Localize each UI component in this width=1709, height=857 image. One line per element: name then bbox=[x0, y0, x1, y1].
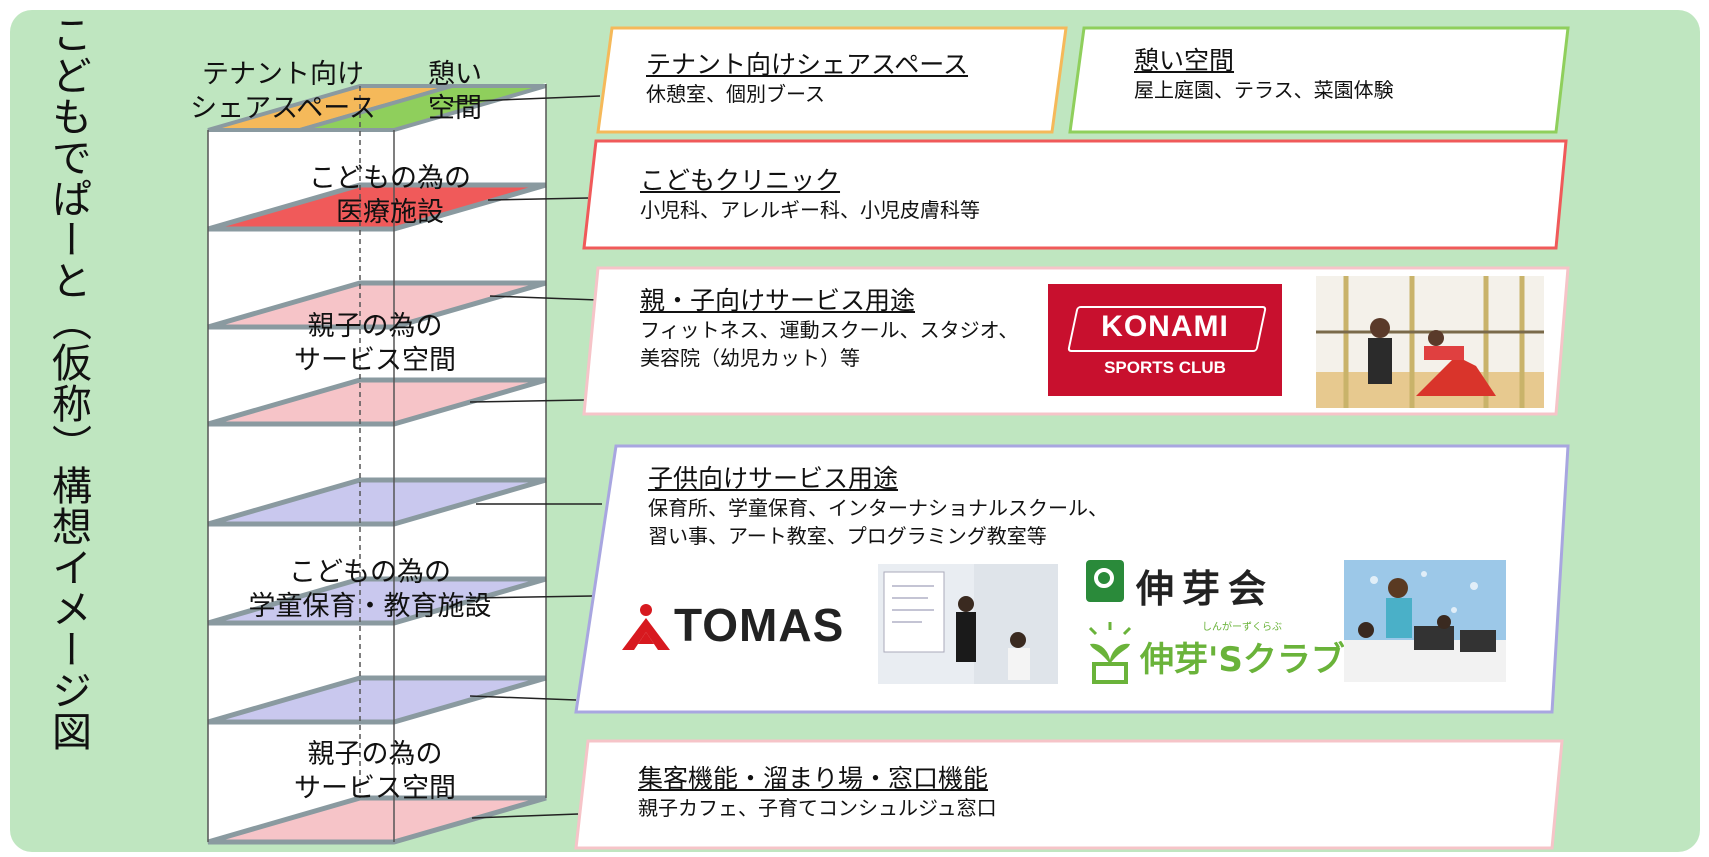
konami-sub-text: SPORTS CLUB bbox=[1104, 358, 1226, 377]
shingas-text: 伸芽'Sクラブ bbox=[1140, 640, 1345, 680]
label-service2: 親子の為の サービス空間 bbox=[294, 739, 456, 804]
box-clinic-desc: 小児科、アレルギー科、小児皮膚科等 bbox=[640, 198, 980, 222]
konami-logo: KONAMI SPORTS CLUB bbox=[1048, 284, 1282, 396]
box-child-service-frame bbox=[574, 444, 1570, 714]
classroom-photo bbox=[878, 564, 1058, 684]
box-gathering-title: 集客機能・溜まり場・窓口機能 bbox=[638, 764, 989, 793]
box-parent-service-desc2: 美容院（幼児カット）等 bbox=[640, 346, 860, 370]
gym-photo bbox=[1316, 276, 1544, 408]
box-gathering-frame bbox=[574, 739, 1564, 850]
shingakai-text: 伸芽会 bbox=[1136, 567, 1275, 611]
page-title: こどもでぱーと（仮称）構想イメージ図 bbox=[45, 14, 91, 752]
shingas-ruby: しんがーずくらぶ bbox=[1202, 622, 1282, 633]
box-child-service-title: 子供向けサービス用途 bbox=[648, 464, 899, 493]
tomas-logo: TOMAS bbox=[620, 596, 860, 654]
shingas-club-logo: しんがーずくらぶ 伸芽'Sクラブ bbox=[1082, 618, 1345, 690]
box-clinic: こどもクリニック 小児科、アレルギー科、小児皮膚科等 bbox=[640, 166, 980, 224]
box-parent-service-desc1: フィットネス、運動スクール、スタジオ、 bbox=[640, 318, 1019, 342]
tomas-mark-icon bbox=[622, 604, 670, 650]
computer-class-photo bbox=[1344, 560, 1506, 682]
box-parent-service: 親・子向けサービス用途 フィットネス、運動スクール、スタジオ、 美容院（幼児カッ… bbox=[640, 286, 1018, 372]
sprout-icon bbox=[1088, 622, 1132, 684]
konami-text: KONAMI bbox=[1101, 310, 1229, 343]
box-gathering: 集客機能・溜まり場・窓口機能 親子カフェ、子育てコンシュルジュ窓口 bbox=[638, 764, 997, 822]
shingakai-mark-icon bbox=[1086, 560, 1124, 602]
label-service1: 親子の為の サービス空間 bbox=[294, 311, 456, 376]
box-relax-title: 憩い空間 bbox=[1134, 46, 1235, 75]
box-tenant: テナント向けシェアスペース 休憩室、個別ブース bbox=[646, 50, 968, 108]
box-tenant-desc: 休憩室、個別ブース bbox=[646, 82, 825, 106]
box-parent-service-title: 親・子向けサービス用途 bbox=[640, 286, 916, 315]
box-tenant-frame bbox=[596, 26, 1068, 134]
box-clinic-frame bbox=[582, 139, 1568, 250]
tomas-text: TOMAS bbox=[674, 599, 845, 651]
box-child-service-desc1: 保育所、学童保育、インターナショナルスクール、 bbox=[648, 496, 1108, 520]
box-relax-desc: 屋上庭園、テラス、菜園体験 bbox=[1134, 78, 1394, 102]
box-clinic-title: こどもクリニック bbox=[640, 166, 841, 195]
label-relax: 憩い 空間 bbox=[428, 59, 482, 124]
box-tenant-title: テナント向けシェアスペース bbox=[646, 50, 969, 79]
box-relax: 憩い空間 屋上庭園、テラス、菜園体験 bbox=[1134, 46, 1394, 104]
box-child-service: 子供向けサービス用途 保育所、学童保育、インターナショナルスクール、 習い事、ア… bbox=[648, 464, 1108, 550]
label-education: こどもの為の 学童保育・教育施設 bbox=[248, 557, 492, 622]
label-tenant: テナント向け シェアスペース bbox=[190, 59, 376, 124]
box-relax-frame bbox=[1068, 26, 1570, 134]
shingakai-logo: 伸芽会 bbox=[1086, 558, 1326, 611]
box-gathering-desc: 親子カフェ、子育てコンシュルジュ窓口 bbox=[638, 796, 997, 820]
box-child-service-desc2: 習い事、アート教室、プログラミング教室等 bbox=[648, 524, 1047, 548]
label-medical: こどもの為の 医療施設 bbox=[309, 163, 471, 228]
